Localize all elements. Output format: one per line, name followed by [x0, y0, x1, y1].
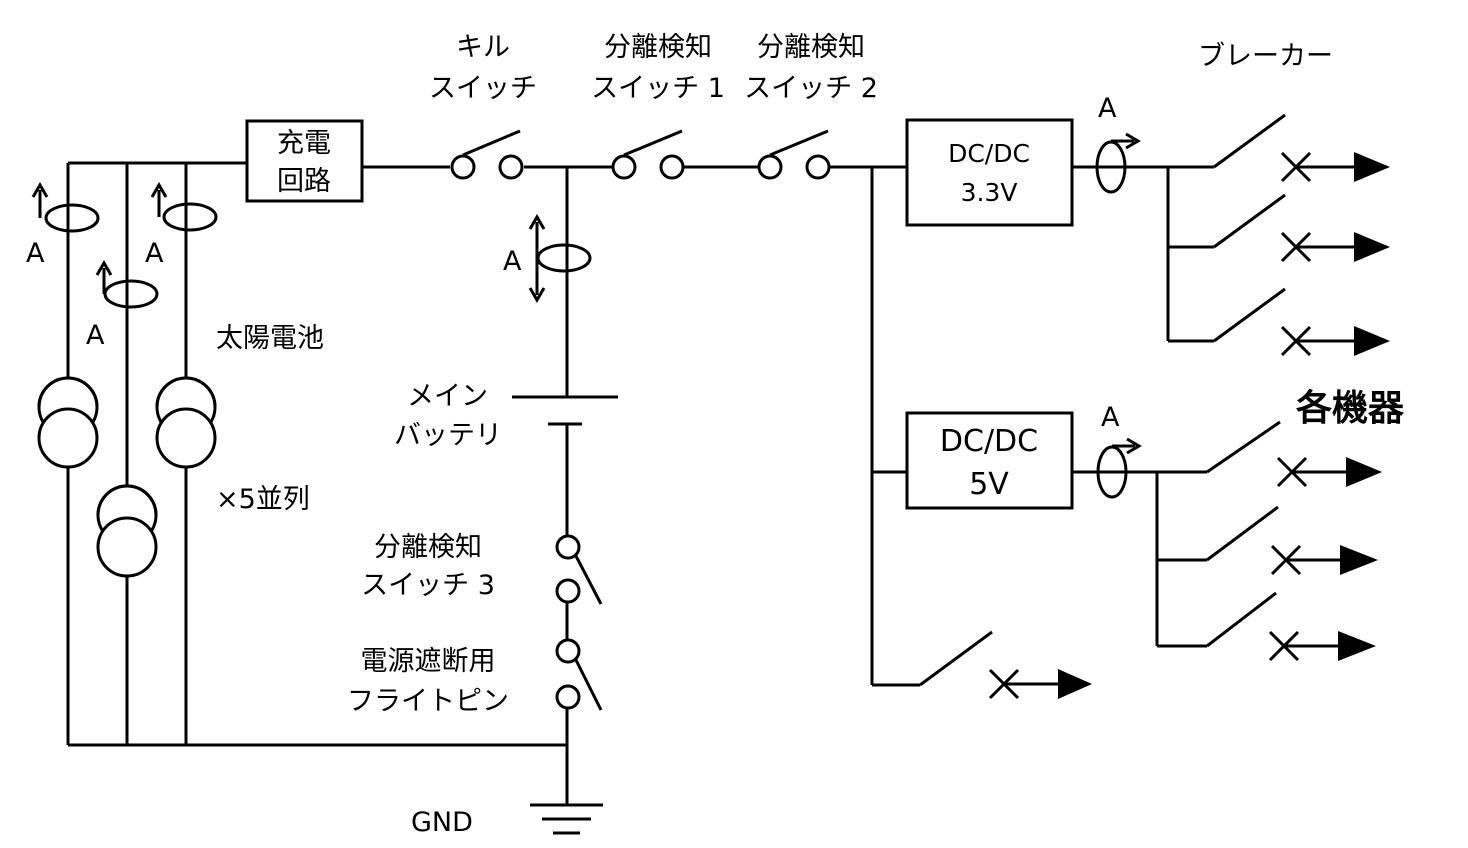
ground-symbol	[530, 803, 603, 835]
dcdc-3v3-label-2: 3.3V	[961, 178, 1018, 207]
sep-switch-1-label-2: スイッチ 1	[591, 73, 725, 104]
sep-switch-1-label-1: 分離検知	[604, 32, 712, 63]
battery-label-1: メイン	[407, 381, 488, 412]
output-arrow	[1280, 151, 1390, 183]
ammeter-label: A	[1098, 93, 1117, 124]
battery-symbol	[512, 395, 618, 426]
battery-branch: A メイン バッテリ 分離検知 スイッチ 3 電源遮断用 フライトピン	[347, 167, 618, 838]
kill-switch-label-2: スイッチ	[429, 73, 537, 104]
flight-pin-label-1: 電源遮断用	[361, 646, 496, 677]
devices-label: 各機器	[1296, 388, 1405, 429]
current-sensor: A	[145, 182, 218, 269]
sep-switch-2-label-2: スイッチ 2	[744, 73, 878, 104]
dcdc-5v: DC/DC 5V A	[905, 402, 1382, 662]
sep-switch-2-label-1: 分離検知	[757, 32, 865, 63]
current-sensor: A	[1095, 93, 1141, 194]
solar-cell-array: A A A 太陽電池 ×5並列	[26, 161, 567, 747]
ammeter-label: A	[503, 246, 522, 277]
battery-label-2: バッテリ	[394, 420, 502, 451]
kill-switch-label-1: キル	[456, 32, 510, 63]
output-arrow	[1280, 231, 1390, 263]
charge-circuit: 充電 回路	[245, 119, 364, 203]
current-sensor: A	[1096, 402, 1142, 499]
solar-cell-symbol	[37, 376, 99, 469]
separation-switch-1: 分離検知 スイッチ 1	[591, 32, 725, 180]
separation-switch-3: 分離検知 スイッチ 3	[361, 532, 603, 605]
gnd-label: GND	[411, 807, 473, 838]
ammeter-label: A	[86, 320, 105, 351]
solar-cell-symbol	[96, 484, 158, 578]
dcdc-3v3-label-1: DC/DC	[948, 139, 1030, 168]
output-arrow	[1270, 544, 1378, 576]
current-sensor: A	[503, 214, 592, 303]
parallel-count-label: ×5並列	[216, 484, 310, 515]
ammeter-label: A	[145, 238, 164, 269]
ammeter-label: A	[1101, 402, 1120, 433]
dcdc-3v3: DC/DC 3.3V A	[905, 93, 1390, 357]
dcdc-5v-label-1: DC/DC	[940, 424, 1038, 459]
distribution-trunk	[870, 167, 1092, 700]
output-arrow	[1280, 325, 1390, 357]
solar-cell-label: 太陽電池	[216, 323, 324, 354]
current-sensor: A	[26, 182, 100, 269]
ammeter-label: A	[26, 238, 45, 269]
output-arrow	[1276, 456, 1382, 488]
solar-cell-symbol	[155, 376, 217, 469]
dcdc-5v-label-2: 5V	[969, 467, 1009, 502]
breaker-label: ブレーカー	[1198, 41, 1333, 72]
output-arrow	[1268, 630, 1376, 662]
separation-switch-2: 分離検知 スイッチ 2	[744, 32, 878, 180]
sep-switch-3-label-2: スイッチ 3	[361, 570, 495, 601]
current-sensor: A	[86, 260, 159, 351]
sep-switch-3-label-1: 分離検知	[374, 532, 482, 563]
flight-pin: 電源遮断用 フライトピン	[347, 638, 603, 717]
charge-circuit-label-2: 回路	[277, 166, 331, 197]
output-arrow	[988, 668, 1092, 700]
charge-circuit-label-1: 充電	[277, 128, 331, 159]
flight-pin-label-2: フライトピン	[347, 686, 509, 717]
kill-switch: キル スイッチ	[429, 32, 537, 180]
